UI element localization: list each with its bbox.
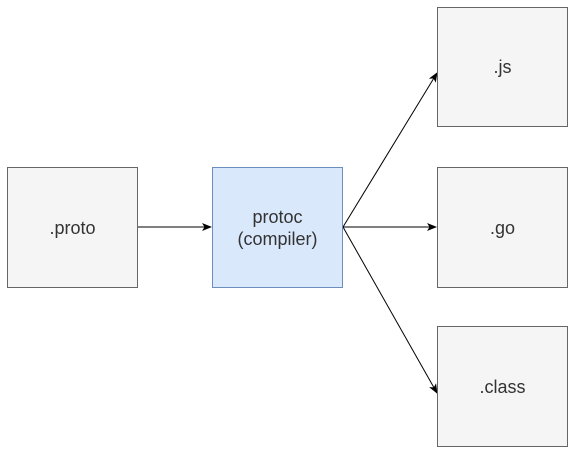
node-proto-file: .proto bbox=[7, 167, 138, 288]
node-go-label: .go bbox=[489, 217, 516, 238]
node-protoc-compiler: protoc (compiler) bbox=[212, 167, 343, 288]
node-proto-label: .proto bbox=[49, 217, 96, 238]
node-go-output: .go bbox=[437, 167, 568, 288]
edge-protoc-to-js bbox=[342, 72, 438, 228]
node-js-label: .js bbox=[493, 57, 512, 77]
node-class-output: .class bbox=[437, 326, 568, 447]
edge-protoc-to-class bbox=[342, 226, 438, 394]
node-class-label: .class bbox=[479, 376, 526, 397]
node-js-output: .js bbox=[437, 7, 568, 127]
node-protoc-label: protoc (compiler) bbox=[237, 206, 318, 249]
